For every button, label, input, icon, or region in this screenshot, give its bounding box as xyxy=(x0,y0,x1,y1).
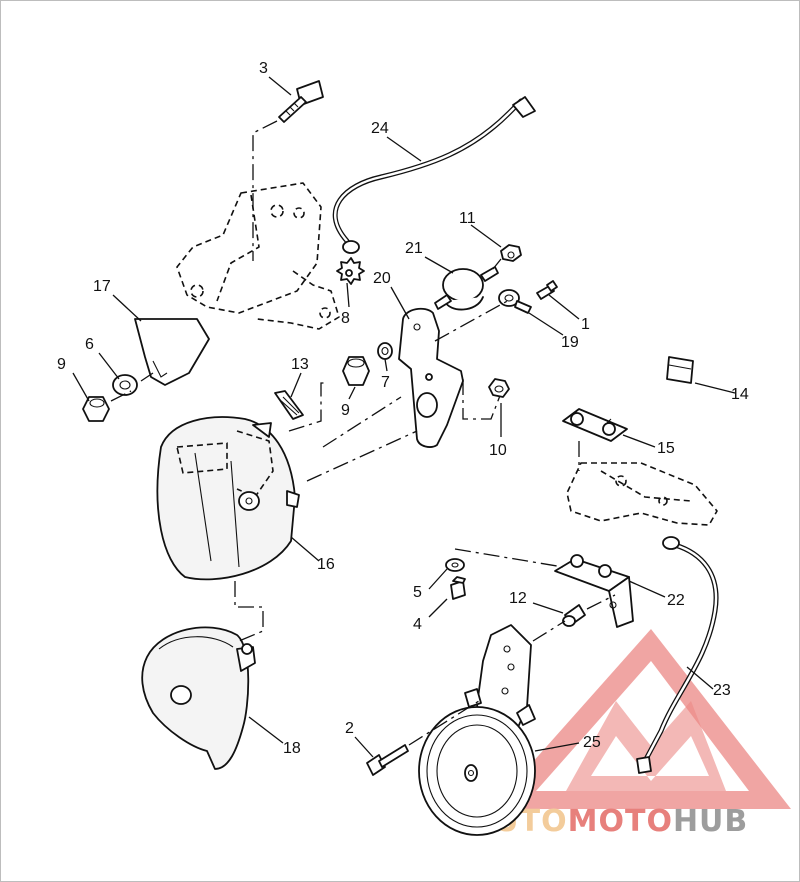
callout-1: 1 xyxy=(581,316,590,333)
rubber-mount-21 xyxy=(434,266,499,311)
plate-14 xyxy=(666,356,694,384)
callout-2: 2 xyxy=(345,720,354,737)
horn-18 xyxy=(141,626,256,770)
bolt-2 xyxy=(366,744,409,776)
cover-plate-17 xyxy=(134,318,210,386)
callout-22: 22 xyxy=(667,592,685,609)
star-washer-8 xyxy=(336,257,365,285)
centerline-12 xyxy=(532,594,616,642)
cap-nut-9-left xyxy=(82,396,110,422)
centerline-bolt-3 xyxy=(252,120,278,261)
callout-24: 24 xyxy=(371,120,389,137)
frame-bracket-hidden xyxy=(566,462,718,526)
centerline-bolt-2 xyxy=(408,700,480,746)
callout-3: 3 xyxy=(259,60,268,77)
callout-18: 18 xyxy=(283,740,301,757)
callout-15: 15 xyxy=(657,440,675,457)
centerline-cover xyxy=(288,382,418,482)
washer-6 xyxy=(112,374,138,396)
centerline-nut-10 xyxy=(462,379,502,420)
washer-7 xyxy=(377,342,393,360)
callout-4: 4 xyxy=(413,616,422,633)
callout-21: 21 xyxy=(405,240,423,257)
callout-8: 8 xyxy=(341,310,350,327)
callout-12: 12 xyxy=(509,590,527,607)
leader-lines xyxy=(72,76,736,758)
callout-20: 20 xyxy=(373,270,391,287)
mount-bracket-hidden xyxy=(176,182,340,330)
bracket-15 xyxy=(562,408,628,442)
centerline-22 xyxy=(454,548,564,568)
callout-13: 13 xyxy=(291,356,309,373)
screw-4 xyxy=(450,576,466,600)
stud-line xyxy=(492,258,502,270)
callout-14: 14 xyxy=(731,386,749,403)
callout-6: 6 xyxy=(85,336,94,353)
callout-5: 5 xyxy=(413,584,422,601)
wire-23 xyxy=(636,536,719,774)
nut-11 xyxy=(500,244,522,262)
clip-13 xyxy=(274,390,304,420)
spacer-12 xyxy=(562,604,586,627)
callout-7: 7 xyxy=(381,374,390,391)
callout-23: 23 xyxy=(713,682,731,699)
bolt-3 xyxy=(278,80,324,123)
centerline-nut-9 xyxy=(110,372,154,402)
callout-11: 11 xyxy=(459,210,476,227)
centerline-horn-18 xyxy=(234,581,264,642)
cap-nut-9-upper xyxy=(342,356,370,386)
ring-terminal-19 xyxy=(498,289,532,314)
callout-25: 25 xyxy=(583,734,601,751)
callout-9-upper: 9 xyxy=(341,402,350,419)
watermark-triangle xyxy=(491,629,791,809)
washer-5 xyxy=(445,558,465,572)
callout-9-left: 9 xyxy=(57,356,66,373)
callout-16: 16 xyxy=(317,556,335,573)
watermark-moto: MOTO xyxy=(568,804,673,839)
callout-labels: 3 24 11 21 20 1 19 8 17 6 9 13 7 9 10 14… xyxy=(57,60,749,757)
watermark-hub: HUB xyxy=(673,804,748,839)
centerline-bracket xyxy=(434,298,512,342)
nut-10 xyxy=(488,378,510,398)
callout-19: 19 xyxy=(561,334,579,351)
screw-1 xyxy=(536,280,558,300)
callout-10: 10 xyxy=(489,442,507,459)
horn-bracket-20 xyxy=(398,307,464,448)
bracket-22 xyxy=(554,554,634,628)
callout-17: 17 xyxy=(93,278,111,295)
ground-wire-24 xyxy=(332,96,536,254)
horn-25 xyxy=(418,704,536,836)
horn-cover-16 xyxy=(156,416,300,581)
